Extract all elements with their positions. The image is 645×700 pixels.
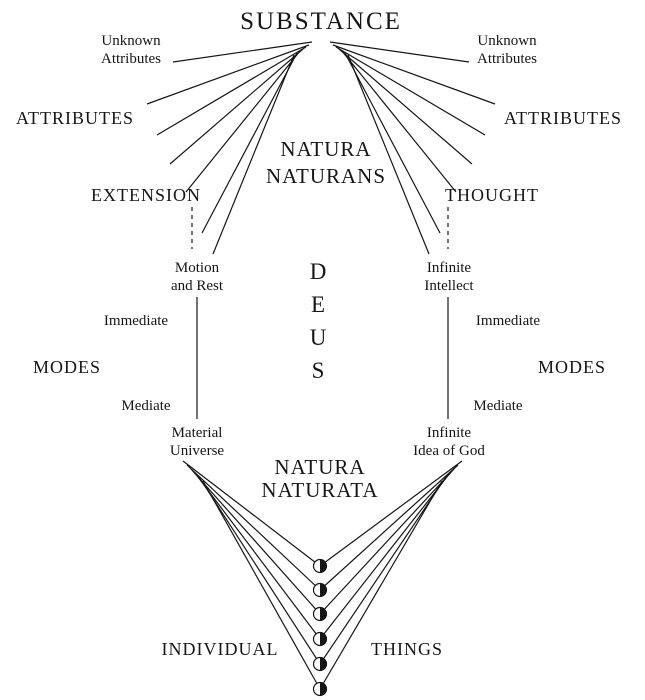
fan-line <box>169 48 304 165</box>
unknown-attributes-left-label: Unknown Attributes <box>101 32 161 68</box>
half-circle-fill <box>320 583 327 597</box>
half-circle-fill <box>320 632 327 646</box>
substance-label: SUBSTANCE <box>240 8 402 35</box>
fan-line <box>319 472 451 640</box>
infinite-intellect-label: Infinite Intellect <box>424 259 473 295</box>
thought-label: THOUGHT <box>445 185 539 206</box>
fan-line <box>212 54 295 255</box>
material-universe-label: Material Universe <box>170 424 224 460</box>
individual-things-nodes <box>312 558 328 697</box>
motion-and-rest-line: Motion <box>174 260 220 276</box>
infinite-intellect-line: Intellect <box>424 278 474 294</box>
fan-line <box>341 50 457 193</box>
deus-label: D E U S <box>310 255 327 387</box>
deus-letter: E <box>310 292 326 317</box>
fan-line <box>329 41 470 63</box>
fan-line <box>186 464 321 591</box>
deus-letter: D <box>309 259 327 284</box>
natura-naturata-label: NATURA NATURATA <box>261 456 378 502</box>
natura-naturata-line: NATURA <box>274 455 366 479</box>
infinite-idea-of-god-label: Infinite Idea of God <box>413 424 485 460</box>
motion-and-rest-line: and Rest <box>170 278 224 294</box>
fan-line <box>332 44 496 105</box>
fan-line <box>335 46 486 136</box>
fan-line <box>146 44 310 105</box>
attributes-left-label: ATTRIBUTES <box>16 108 134 129</box>
fan-line <box>202 480 321 690</box>
fan-line <box>319 460 463 567</box>
immediate-left-label: Immediate <box>103 313 169 329</box>
material-universe-line: Universe <box>169 443 225 459</box>
lower-left-fan <box>182 460 321 690</box>
fan-line <box>347 54 430 255</box>
infinite-intellect-line: Infinite <box>426 260 472 276</box>
fan-line <box>190 468 321 615</box>
fan-line <box>198 476 321 665</box>
upper-right-fan <box>329 41 496 255</box>
unknown-attributes-right-label: Unknown Attributes <box>477 32 537 68</box>
things-label: THINGS <box>371 639 443 660</box>
unknown-attributes-line: Unknown <box>477 33 537 49</box>
modes-right-label: MODES <box>537 357 607 378</box>
attributes-right-label: ATTRIBUTES <box>504 108 622 129</box>
half-circle-fill <box>320 657 327 671</box>
lower-right-fan <box>319 460 463 690</box>
mode-lines <box>196 297 449 419</box>
deus-letter: U <box>309 325 327 350</box>
unknown-attributes-line: Unknown <box>101 33 161 49</box>
motion-and-rest-label: Motion and Rest <box>171 259 223 295</box>
half-circle-fill <box>320 559 327 573</box>
fan-line <box>344 52 441 234</box>
fan-line <box>185 50 301 193</box>
natura-naturans-line: NATURA <box>280 137 372 161</box>
natura-naturans-line: NATURANS <box>265 164 387 188</box>
fan-line <box>319 464 459 591</box>
fan-line <box>194 472 321 640</box>
mediate-right-label: Mediate <box>473 398 523 414</box>
infinite-idea-of-god-line: Idea of God <box>413 443 485 459</box>
fan-line <box>172 41 313 63</box>
dashed-connectors <box>191 207 449 249</box>
mediate-left-label: Mediate <box>121 398 171 414</box>
infinite-idea-of-god-line: Infinite <box>426 425 472 441</box>
fan-line <box>156 46 307 136</box>
material-universe-line: Material <box>171 425 223 441</box>
unknown-attributes-line: Attributes <box>477 51 537 67</box>
deus-letter: S <box>311 358 325 383</box>
fan-line <box>319 468 455 615</box>
fan-line <box>201 52 298 234</box>
fan-line <box>319 480 443 690</box>
fan-line <box>319 476 447 665</box>
upper-left-fan <box>146 41 313 255</box>
natura-naturata-line: NATURATA <box>261 478 379 502</box>
immediate-right-label: Immediate <box>475 313 541 329</box>
natura-naturans-label: NATURA NATURANS <box>266 136 386 190</box>
fan-line <box>182 460 321 567</box>
extension-label: EXTENSION <box>91 185 201 206</box>
modes-left-label: MODES <box>32 357 102 378</box>
individual-label: INDIVIDUAL <box>161 639 279 660</box>
unknown-attributes-line: Attributes <box>101 51 161 67</box>
half-circle-fill <box>320 682 327 696</box>
half-circle-fill <box>320 607 327 621</box>
fan-line <box>338 48 473 165</box>
